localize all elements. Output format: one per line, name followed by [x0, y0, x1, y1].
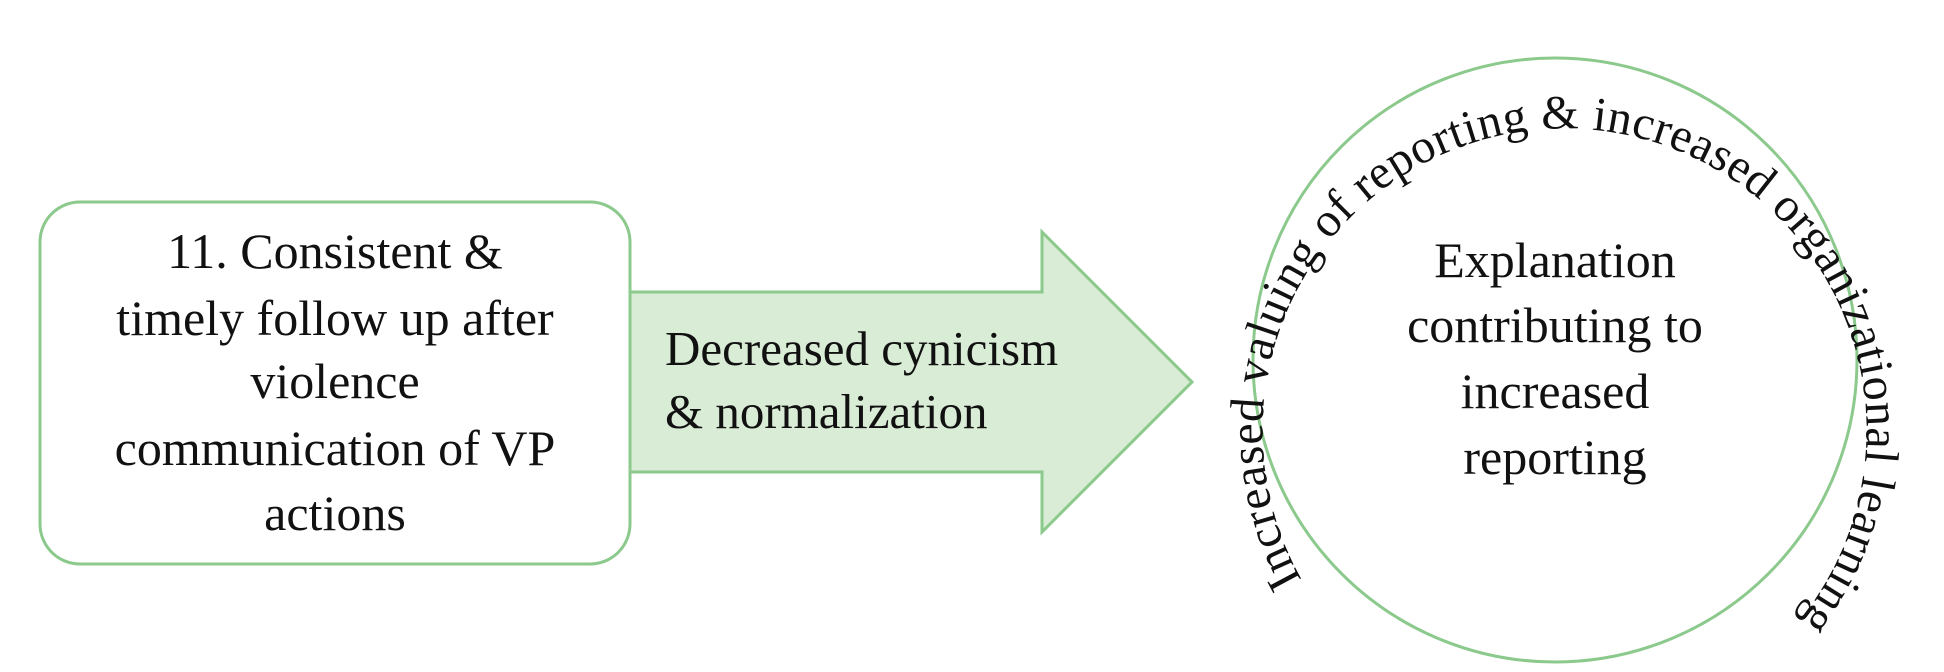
action-box-line-2: timely follow up after — [116, 290, 554, 346]
action-box-line-5: actions — [264, 485, 406, 541]
outcome-circle-line-4: reporting — [1463, 429, 1646, 485]
outcome-circle-line-1: Explanation — [1434, 232, 1676, 288]
outcome-circle-line-2: contributing to — [1407, 297, 1703, 353]
action-box-line-4: communication of VP — [115, 420, 556, 476]
outcome-circle-line-3: increased — [1461, 363, 1650, 419]
action-box: 11. Consistent & timely follow up after … — [38, 200, 632, 566]
mechanism-arrow-line-2: & normalization — [665, 384, 988, 439]
action-box-line-3: violence — [250, 353, 419, 409]
mechanism-arrow: Decreased cynicism & normalization — [628, 228, 1195, 536]
outcome-circle: Explanation contributing to increased re… — [1251, 56, 1859, 664]
mechanism-arrow-line-1: Decreased cynicism — [665, 321, 1058, 376]
action-box-line-1: 11. Consistent & — [167, 223, 503, 279]
mechanism-arrow-shape — [628, 228, 1195, 536]
outcome-circle-ring — [1251, 56, 1859, 664]
